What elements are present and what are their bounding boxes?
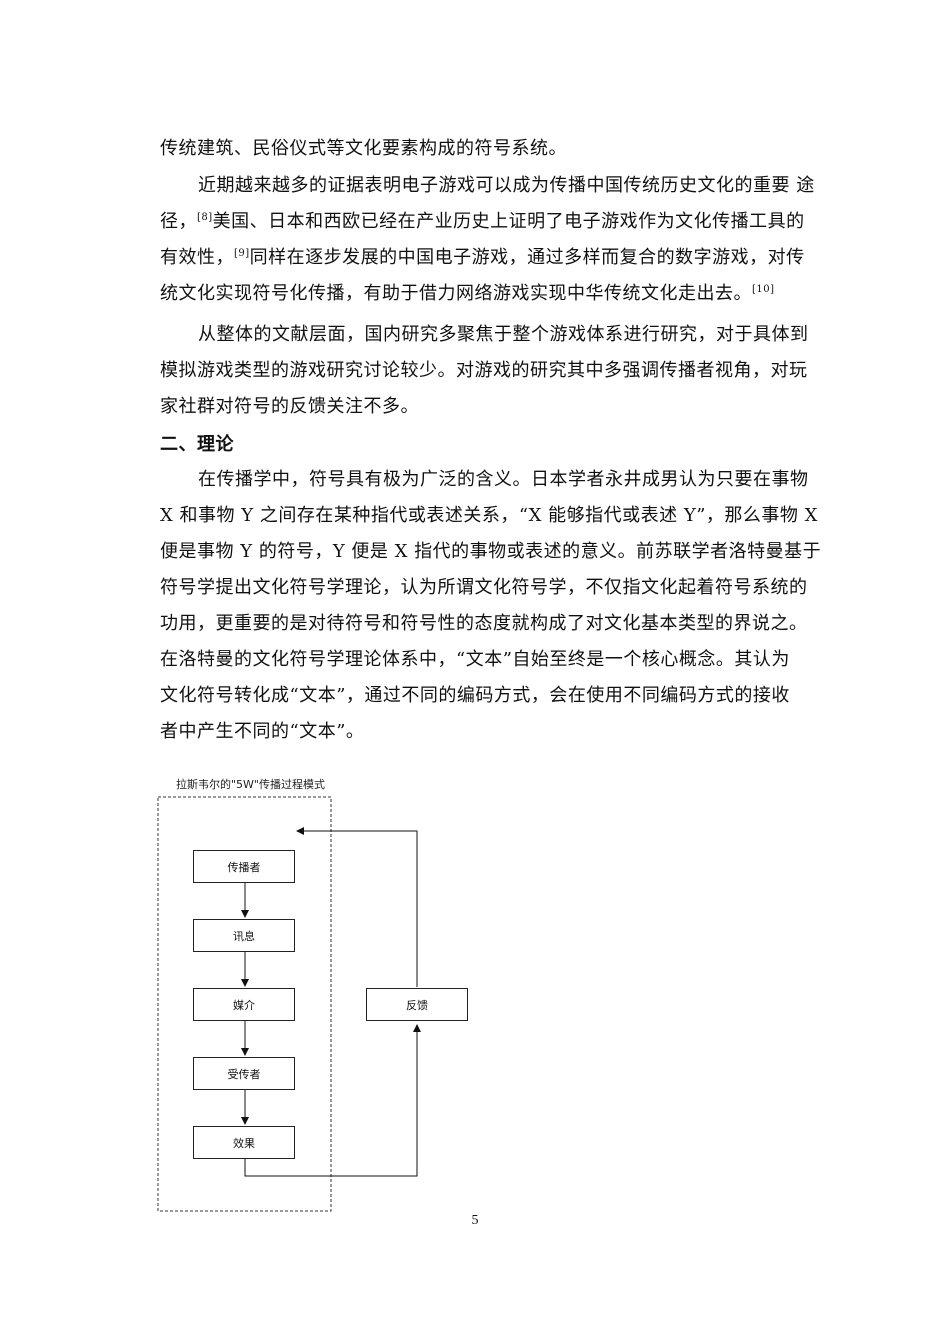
text-fragment: 统文化实现符号化传播，有助于借力网络游戏实现中华传统文化走出去。 (160, 283, 752, 304)
citation-9: [9] (234, 248, 250, 259)
citation-10: [10] (752, 284, 775, 295)
text-line: 符号学提出文化符号学理论，认为所谓文化符号学，不仅指文化起着符号系统的 (160, 577, 808, 598)
text-line: 近期越来越多的证据表明电子游戏可以成为传播中国传统历史文化的重要 途 (198, 175, 815, 196)
text-line: 功用，更重要的是对待符号和符号性的态度就构成了对文化基本类型的界说之。 (160, 613, 808, 634)
text-line: 在传播学中，符号具有极为广泛的含义。日本学者永井成男认为只要在事物 (198, 469, 809, 490)
text-line: X 和事物 Y 之间存在某种指代或表述关系，“X 能够指代或表述 Y”，那么事物… (160, 505, 818, 526)
box-message: 讯息 (193, 919, 295, 952)
text-fragment: 同样在逐步发展的中国电子游戏，通过多样而复合的数字游戏，对传 (249, 247, 805, 268)
arrow-to-feedback (244, 1024, 421, 1177)
text-line: 径，[8]美国、日本和西欧已经在产业历史上证明了电子游戏作为文化传播工具的 (160, 210, 805, 234)
dashed-frame (157, 796, 332, 1212)
text-line: 者中产生不同的“文本”。 (160, 721, 365, 742)
citation-8: [8] (197, 212, 213, 223)
text-line: 便是事物 Y 的符号，Y 便是 X 指代的事物或表述的意义。前苏联学者洛特曼基于 (160, 541, 822, 562)
diagram-title: 拉斯韦尔的"5W"传播过程模式 (176, 778, 325, 791)
text-line: 有效性，[9]同样在逐步发展的中国电子游戏，通过多样而复合的数字游戏，对传 (160, 246, 805, 270)
text-line: 家社群对符号的反馈关注不多。 (160, 396, 419, 417)
box-effect: 效果 (193, 1126, 295, 1159)
box-medium: 媒介 (193, 988, 295, 1021)
page-number: 5 (471, 1213, 479, 1228)
box-receiver: 受传者 (193, 1057, 295, 1090)
box-feedback: 反馈 (366, 988, 468, 1021)
heading-text: 二、理论 (160, 434, 234, 455)
text-line: 统文化实现符号化传播，有助于借力网络游戏实现中华传统文化走出去。[10] (160, 282, 775, 306)
text-line: 文化符号转化成“文本”，通过不同的编码方式，会在使用不同编码方式的接收 (160, 685, 790, 706)
arrow-feedback-return (296, 827, 418, 987)
text-fragment: 有效性， (160, 247, 234, 268)
text-line: 模拟游戏类型的游戏研究讨论较少。对游戏的研究其中多强调传播者视角，对玩 (160, 360, 808, 381)
box-communicator: 传播者 (193, 850, 295, 883)
text-line: 传统建筑、民俗仪式等文化要素构成的符号系统。 (160, 138, 567, 159)
text-line: 在洛特曼的文化符号学理论体系中，“文本”自始至终是一个核心概念。其认为 (160, 649, 790, 670)
text-fragment: 径， (160, 211, 197, 232)
text-fragment: 美国、日本和西欧已经在产业历史上证明了电子游戏作为文化传播工具的 (212, 211, 805, 232)
text-line: 从整体的文献层面，国内研究多聚焦于整个游戏体系进行研究，对于具体到 (198, 324, 809, 345)
